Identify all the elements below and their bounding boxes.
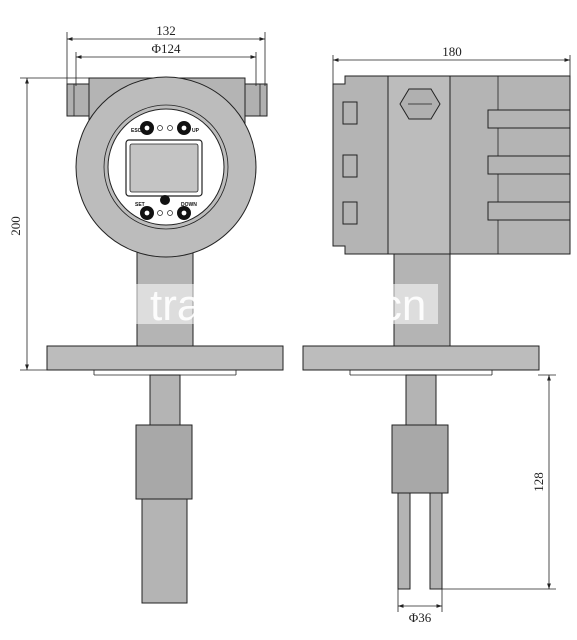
fork-tine-left <box>397 492 411 590</box>
lcd-display-area <box>129 143 199 193</box>
side-fin-1 <box>342 101 358 125</box>
side-rib-1 <box>487 109 571 129</box>
button-down-label: DOWN <box>181 202 197 208</box>
side-view <box>302 75 571 590</box>
indicator-led-bottom-left <box>157 210 163 216</box>
side-rib-3 <box>487 201 571 221</box>
indicator-led-top-left <box>157 125 163 131</box>
front-sleeve <box>135 424 193 500</box>
indicator-led-top-right <box>167 125 173 131</box>
button-set-label: SET <box>135 202 145 208</box>
watermark: trade.china.cn <box>28 281 438 330</box>
button-esc-label: ESC <box>131 128 142 134</box>
dim-36-label: Φ36 <box>409 610 432 625</box>
dim-132-label: 132 <box>156 23 176 38</box>
side-sleeve <box>391 424 449 494</box>
side-fin-2 <box>342 154 358 178</box>
fork-tine-right <box>429 492 443 590</box>
button-set <box>140 206 154 220</box>
front-probe <box>141 498 188 604</box>
dim-124-label: Φ124 <box>151 41 181 56</box>
dim-128-label: 128 <box>531 472 546 492</box>
indicator-led-bottom-right <box>167 210 173 216</box>
side-flange <box>302 345 540 371</box>
button-up-label: UP <box>192 128 200 134</box>
front-flange <box>46 345 284 371</box>
front-cover-inner-edge <box>103 104 229 230</box>
dim-180-label: 180 <box>442 44 462 59</box>
dimensions: 132 Φ124 180 200 128 Φ36 <box>8 23 571 625</box>
side-rib-2 <box>487 155 571 175</box>
side-fin-3 <box>342 201 358 225</box>
front-conduit-right <box>244 83 268 117</box>
side-shaft <box>405 374 437 426</box>
dim-200-label: 200 <box>8 216 23 236</box>
front-shaft <box>149 374 181 426</box>
watermark-text: trade.china.cn <box>150 281 426 330</box>
front-conduit-left <box>66 83 90 117</box>
button-up <box>177 121 191 135</box>
center-knob-icon <box>160 195 170 205</box>
button-down <box>177 206 191 220</box>
button-esc <box>140 121 154 135</box>
front-view: ESC UP SET DOWN <box>46 76 284 604</box>
side-rear-cap <box>332 75 389 255</box>
